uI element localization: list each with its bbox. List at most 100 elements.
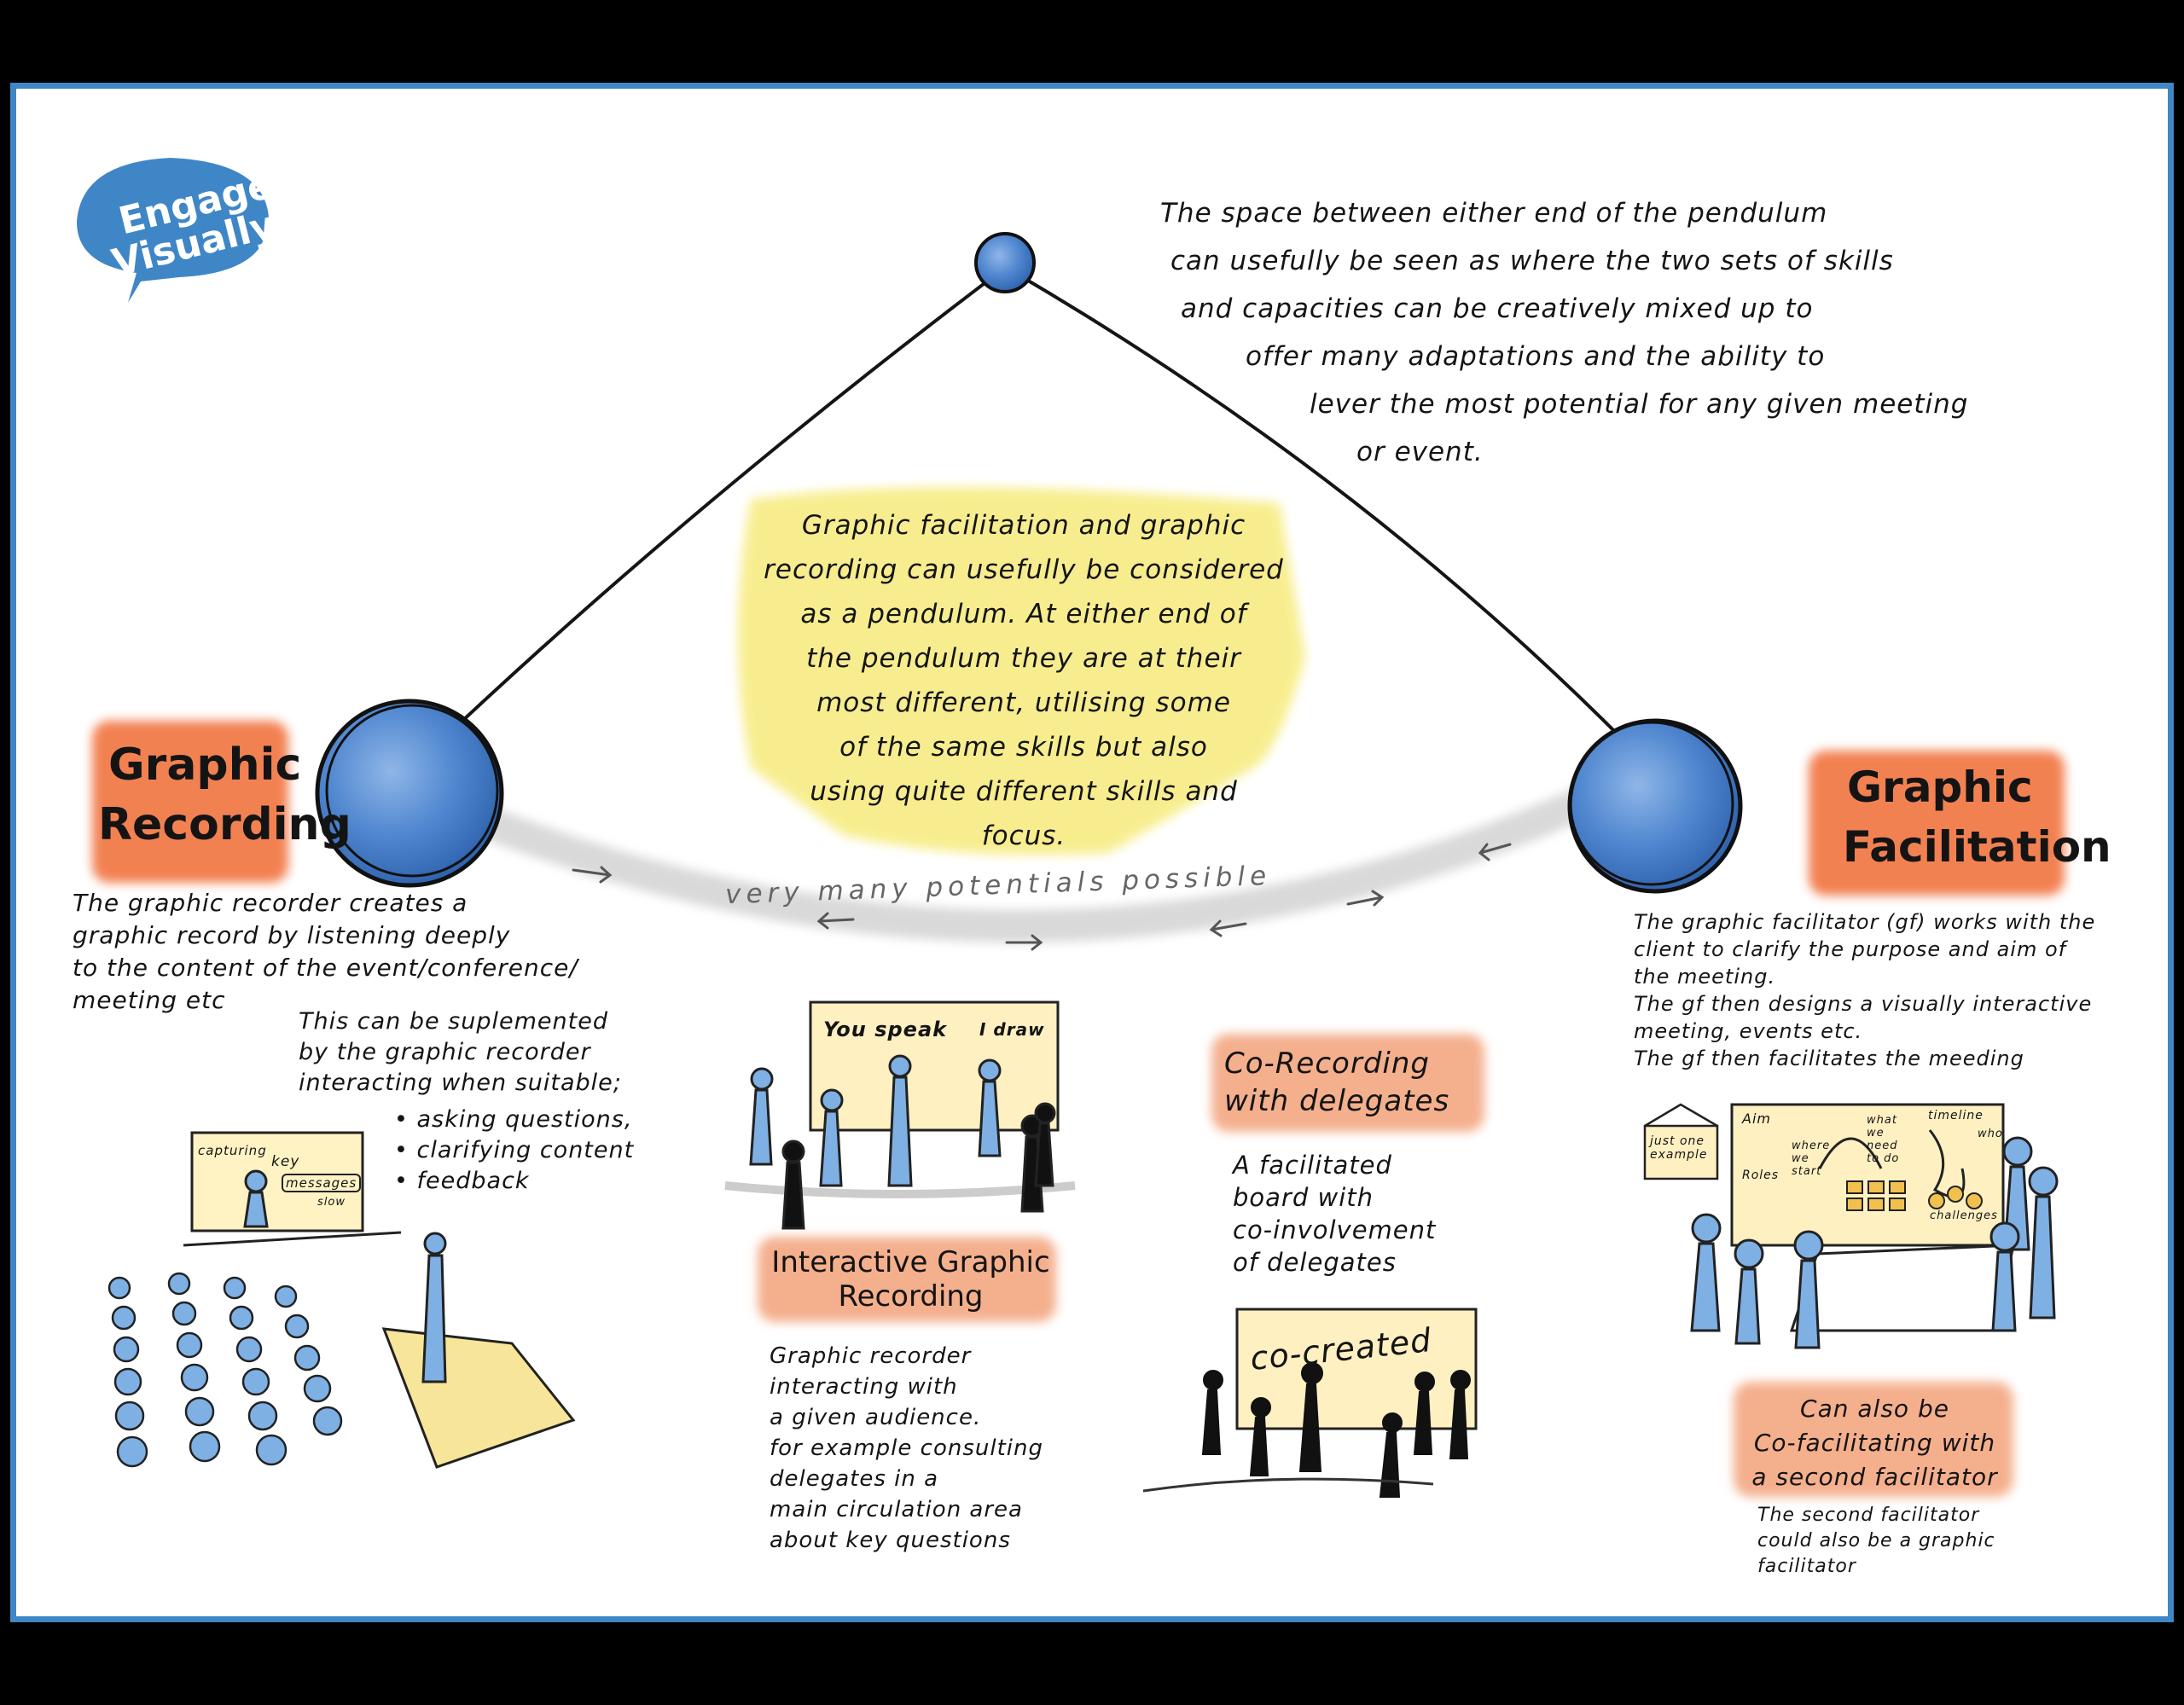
center-note-line: Graphic facilitation and graphic bbox=[801, 510, 1246, 541]
graphic-recording-supplement: This can be suplemented by the graphic r… bbox=[299, 1006, 622, 1099]
gf-people bbox=[1690, 1136, 2059, 1349]
orange-highlight-gf bbox=[1809, 751, 2065, 896]
gf-sign-text: just one example bbox=[1650, 1134, 1708, 1162]
interactive-desc-line: delegates in a bbox=[770, 1466, 939, 1492]
graphic-facilitation-desc: The graphic facilitator (gf) works with … bbox=[1634, 908, 2095, 1072]
co-facilitating-desc-line: could also be a graphic bbox=[1757, 1530, 1995, 1551]
interactive-desc-line: a given audience. bbox=[770, 1405, 982, 1430]
interactive-people bbox=[749, 1054, 1056, 1230]
interactive-board-text-speak: You speak bbox=[823, 1018, 948, 1041]
co-recording-desc: A facilitated board with co-involvement … bbox=[1233, 1149, 1436, 1279]
co-facilitating-title-line: a second facilitator bbox=[1751, 1463, 1998, 1491]
interactive-desc-line: Graphic recorder bbox=[770, 1343, 972, 1369]
gr-bullet-item: • feedback bbox=[394, 1168, 530, 1194]
gr-audience bbox=[107, 1272, 343, 1468]
co-facilitating-desc: The second facilitator could also be a g… bbox=[1757, 1503, 1995, 1580]
gf-desc-line: The gf then facilitates the meeding bbox=[1634, 1047, 2024, 1070]
center-note-line: the pendulum they are at their bbox=[806, 643, 1241, 674]
yellow-highlight bbox=[738, 487, 1305, 855]
gf-board-label-timeline: timeline bbox=[1928, 1109, 1984, 1122]
gr-supplement-line: This can be suplemented bbox=[299, 1008, 608, 1035]
gr-desc-line: graphic record by listening deeply bbox=[73, 921, 511, 949]
interactive-desc-line: about key questions bbox=[770, 1528, 1011, 1553]
graphic-recording-desc: The graphic recorder creates a graphic r… bbox=[73, 887, 578, 1017]
gr-supplement-line: by the graphic recorder bbox=[299, 1039, 591, 1065]
gf-desc-line: meeting, events etc. bbox=[1634, 1019, 1863, 1043]
interactive-desc-line: main circulation area bbox=[770, 1497, 1023, 1522]
interactive-board-text-draw: I draw bbox=[979, 1019, 1045, 1040]
co-recording-desc-line: A facilitated bbox=[1233, 1151, 1392, 1180]
center-note-line: focus. bbox=[981, 821, 1066, 851]
center-note-line: most different, utilising some bbox=[816, 687, 1231, 718]
interactive-title-line: Interactive Graphic bbox=[771, 1245, 1050, 1279]
graphic-recording-title-line: Graphic bbox=[108, 739, 302, 791]
co-recording-title: Co-Recording with delegates bbox=[1224, 1045, 1449, 1120]
gr-board bbox=[190, 1131, 364, 1232]
gr-recorder-figure bbox=[243, 1169, 269, 1228]
intro-paragraph: The space between either end of the pend… bbox=[1160, 189, 1968, 476]
center-note-line: using quite different skills and bbox=[810, 776, 1238, 807]
graphic-facilitation-title-line: Graphic bbox=[1847, 763, 2033, 812]
gr-desc-line: to the content of the event/conference/ bbox=[73, 954, 578, 982]
intro-line: The space between either end of the pend… bbox=[1160, 198, 1828, 229]
gr-board-label-key: key bbox=[271, 1153, 300, 1170]
graphic-recording-title-line: Recording bbox=[98, 799, 351, 850]
center-note-line: as a pendulum. At either end of bbox=[800, 599, 1247, 629]
gf-sticky-notes bbox=[1846, 1180, 1983, 1211]
co-recording-desc-line: of delegates bbox=[1233, 1248, 1397, 1277]
peach-highlight-interactive bbox=[758, 1237, 1056, 1322]
gf-sign bbox=[1643, 1124, 1719, 1180]
gf-board-label-aim: Aim bbox=[1742, 1111, 1771, 1127]
gr-bullet-item: • asking questions, bbox=[394, 1106, 633, 1133]
co-recording-title-line: with delegates bbox=[1224, 1084, 1450, 1118]
co-board bbox=[1235, 1308, 1478, 1430]
intro-line: and capacities can be creatively mixed u… bbox=[1181, 293, 1814, 324]
co-facilitating-title: Can also be Co-facilitating with a secon… bbox=[1740, 1392, 2009, 1494]
gf-desc-line: the meeting. bbox=[1634, 965, 1776, 989]
gf-desc-line: The graphic facilitator (gf) works with … bbox=[1634, 910, 2096, 934]
graphic-recording-title: Graphic Recording bbox=[98, 735, 351, 855]
pendulum-string-left bbox=[429, 271, 1000, 752]
engage-visually-logo: Engage Visually bbox=[77, 158, 279, 303]
pendulum-string-right bbox=[1014, 271, 1635, 752]
gf-board-label-what: what we need to do bbox=[1867, 1114, 1900, 1165]
co-recording-title-line: Co-Recording bbox=[1224, 1047, 1430, 1081]
interactive-desc-line: for example consulting bbox=[770, 1435, 1043, 1461]
co-facilitating-desc-line: facilitator bbox=[1757, 1556, 1856, 1577]
gr-supplement-line: interacting when suitable; bbox=[299, 1070, 622, 1096]
gr-board-label-capturing: capturing bbox=[198, 1143, 267, 1158]
intro-line: offer many adaptations and the ability t… bbox=[1246, 341, 1826, 372]
graphic-recording-bullets: • asking questions, • clarifying content… bbox=[394, 1105, 634, 1197]
center-note-line: recording can usefully be considered bbox=[764, 554, 1284, 585]
gf-desc-line: The gf then designs a visually interacti… bbox=[1634, 992, 2093, 1016]
co-recording-desc-line: board with bbox=[1233, 1183, 1374, 1212]
gr-desc-line: meeting etc bbox=[73, 986, 226, 1014]
gf-board-label-who: who bbox=[1978, 1128, 2003, 1140]
gr-board-label-messages: messages bbox=[282, 1174, 362, 1192]
intro-line: or event. bbox=[1356, 437, 1484, 467]
orange-highlight-gr bbox=[92, 721, 288, 883]
pivot-ball bbox=[974, 232, 1036, 293]
gr-desc-line: The graphic recorder creates a bbox=[73, 889, 468, 917]
gf-table bbox=[1789, 1244, 2015, 1332]
co-facilitating-desc-line: The second facilitator bbox=[1757, 1505, 1980, 1526]
peach-highlight-cofacilitating bbox=[1734, 1382, 2013, 1497]
center-note: Graphic facilitation and graphic recordi… bbox=[759, 503, 1288, 858]
co-recording-desc-line: co-involvement bbox=[1233, 1215, 1437, 1244]
peach-highlight-corecording bbox=[1211, 1034, 1484, 1132]
interactive-desc-line: interacting with bbox=[770, 1374, 958, 1400]
left-ball bbox=[315, 699, 504, 888]
intro-line: can usefully be seen as where the two se… bbox=[1170, 246, 1894, 276]
interactive-title: Interactive Graphic Recording bbox=[764, 1245, 1058, 1314]
gr-board-label-slow: slow bbox=[317, 1196, 346, 1209]
co-facilitating-title-line: Co-facilitating with bbox=[1753, 1429, 1996, 1457]
interactive-title-line: Recording bbox=[838, 1279, 984, 1314]
gf-desc-line: client to clarify the purpose and aim of bbox=[1634, 937, 2067, 961]
gf-board-label-challenges: challenges bbox=[1930, 1209, 1998, 1222]
gr-bullet-item: • clarifying content bbox=[394, 1137, 635, 1163]
co-facilitating-title-line: Can also be bbox=[1800, 1395, 1949, 1423]
interactive-board bbox=[809, 1000, 1060, 1132]
center-note-line: of the same skills but also bbox=[839, 732, 1208, 763]
